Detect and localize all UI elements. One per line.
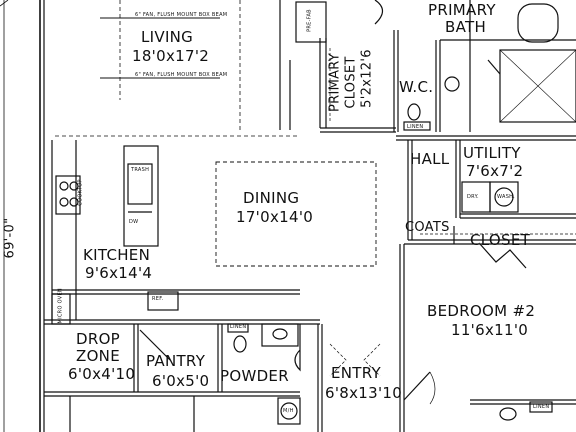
cooktop-label: COOKTOP <box>77 179 84 206</box>
primary-closet-size: 5'2x12'6 <box>359 49 375 108</box>
utility-name: UTILITY <box>463 144 521 162</box>
utility-size: 7'6x7'2 <box>466 162 524 180</box>
bath-shower <box>499 49 576 123</box>
washer <box>489 181 519 213</box>
entry-size: 6'8x13'10 <box>325 384 403 402</box>
ref-label: REF. <box>152 296 164 302</box>
primary-closet-name-1: PRIMARY <box>327 52 343 113</box>
closet-bifold <box>479 243 527 269</box>
entry-name: ENTRY <box>331 364 381 382</box>
bath2-linen-label: LINEN <box>533 404 550 410</box>
bedroom-door <box>403 371 431 401</box>
drop-zone-name-1: DROP <box>76 330 121 348</box>
washer-label: WASH. <box>497 194 516 200</box>
overall-dimension: 69'-0" <box>2 217 18 259</box>
dining-name: DINING <box>243 189 300 207</box>
burner-2 <box>69 181 79 191</box>
bedroom2-name: BEDROOM #2 <box>427 302 536 320</box>
powder-toilet <box>233 335 247 353</box>
refrigerator <box>147 291 179 311</box>
closet-door-swing <box>374 0 384 25</box>
burner-3 <box>59 197 69 207</box>
burner-1 <box>59 181 69 191</box>
bedroom-door-swing <box>429 371 436 405</box>
mh-label: M/H <box>283 408 294 414</box>
living-size: 18'0x17'2 <box>132 47 210 65</box>
micro-oven-label: MICRO OVEN <box>57 288 64 324</box>
wc-name: W.C. <box>399 78 434 96</box>
entry-arrow-2 <box>363 343 381 377</box>
wc-toilet <box>407 103 421 121</box>
kitchen-size: 9'6x14'4 <box>85 264 153 282</box>
primary-bath-name-1: PRIMARY <box>428 1 496 19</box>
primary-closet-name-2: CLOSET <box>343 56 359 109</box>
dw-label: DW <box>129 219 139 225</box>
powder-vanity <box>261 323 299 347</box>
hall-name: HALL <box>410 150 450 168</box>
prefab-fireplace <box>295 1 327 43</box>
entry-arrow <box>329 343 347 377</box>
pantry-door <box>139 329 171 361</box>
bath-door <box>487 59 501 75</box>
bath2-linen <box>529 401 553 413</box>
kitchen-name: KITCHEN <box>83 246 151 264</box>
fan-note-top: 6" FAN, FLUSH MOUNT BOX BEAM <box>135 12 228 18</box>
powder-sink <box>272 328 288 340</box>
powder-name: POWDER <box>220 367 289 385</box>
kitchen-island <box>123 145 159 247</box>
drop-zone-size: 6'0x4'10 <box>68 365 136 383</box>
coats-name: COATS <box>405 220 450 235</box>
prefab-label: PRE-FAB <box>306 9 313 32</box>
bedroom2-size: 11'6x11'0 <box>451 321 529 339</box>
pantry-size: 6'0x5'0 <box>152 372 210 390</box>
bathtub <box>517 3 559 43</box>
wc-linen-label: LINEN <box>407 124 424 130</box>
island-sink <box>127 163 153 205</box>
dining-size: 17'0x14'0 <box>236 208 314 226</box>
mh-circle <box>280 402 298 420</box>
washer-drum <box>494 187 514 207</box>
wc-linen <box>403 121 431 131</box>
powder-linen-label: LINEN <box>230 324 247 330</box>
pantry-name: PANTRY <box>146 352 206 370</box>
trash-label: TRASH <box>131 167 150 173</box>
shower-x2 <box>499 49 576 123</box>
dining-area-outline <box>215 161 377 267</box>
cooktop <box>55 175 81 215</box>
fan-note-bottom: 6" FAN, FLUSH MOUNT BOX BEAM <box>135 72 228 78</box>
closet-name: CLOSET <box>470 231 531 249</box>
burner-4 <box>69 197 79 207</box>
primary-bath-name-2: BATH <box>445 18 487 36</box>
bath2-sink <box>499 407 517 421</box>
dryer-label: DRY. <box>467 194 479 200</box>
living-name: LIVING <box>141 28 194 46</box>
drop-zone-name-2: ZONE <box>76 347 120 365</box>
dimension-tick <box>0 0 9 7</box>
powder-door <box>294 324 301 372</box>
mechanical-unit <box>277 397 301 425</box>
powder-linen <box>227 323 249 333</box>
bath-sink <box>444 76 460 92</box>
